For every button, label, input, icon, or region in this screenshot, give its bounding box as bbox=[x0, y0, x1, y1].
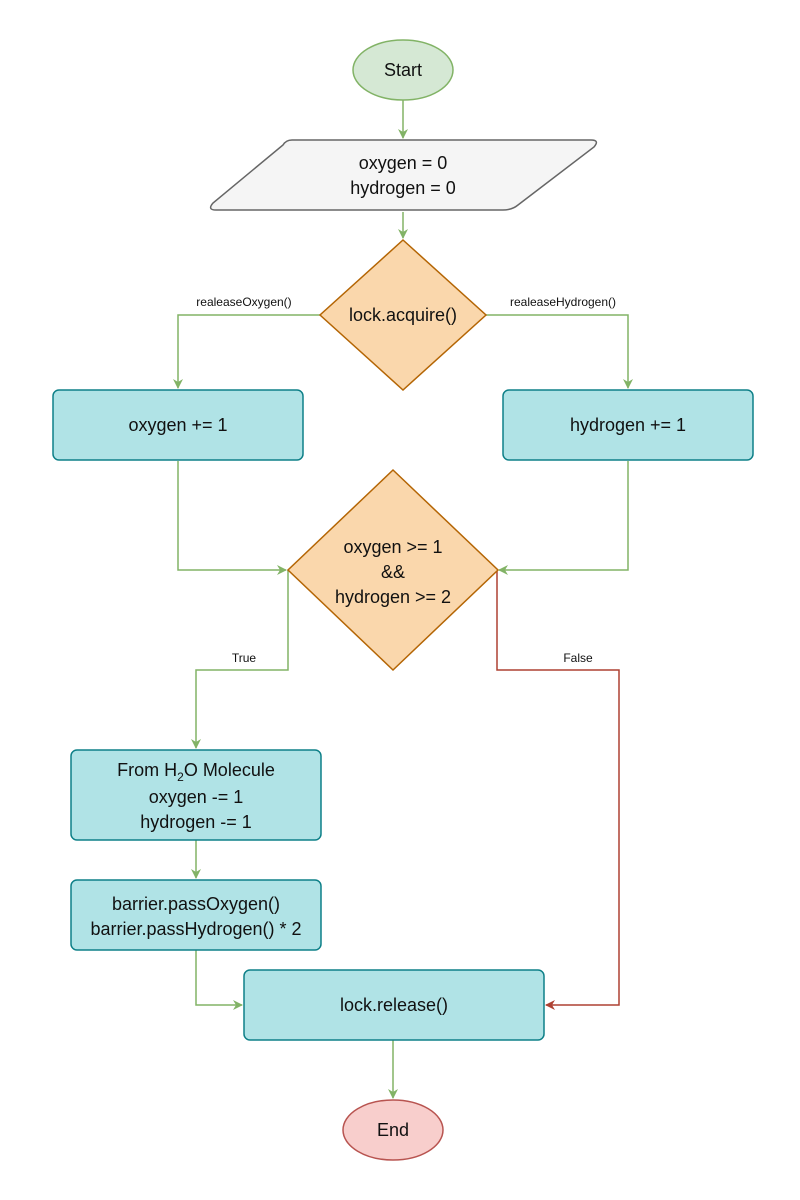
edge-label-true: True bbox=[232, 651, 257, 665]
barrier-node: barrier.passOxygen() barrier.passHydroge… bbox=[70, 879, 322, 951]
barrier-pass-oxygen-line: barrier.passOxygen() bbox=[112, 894, 280, 914]
oxygen-increment-box bbox=[52, 389, 304, 461]
init-hydrogen-line: hydrogen = 0 bbox=[350, 178, 456, 198]
edge-label-bg-release-hydrogen bbox=[506, 294, 620, 310]
end-label: End bbox=[377, 1120, 409, 1140]
edge-lock-acquire-to-oxygen bbox=[173, 314, 320, 389]
edge-condition-true bbox=[191, 570, 289, 749]
lock-acquire-label: lock.acquire() bbox=[349, 305, 457, 325]
oxygen-increment-node: oxygen += 1 bbox=[52, 389, 304, 461]
lock-release-label: lock.release() bbox=[340, 995, 448, 1015]
form-molecule-hydrogen-line: hydrogen -= 1 bbox=[140, 812, 252, 832]
condition-node: oxygen >= 1 && hydrogen >= 2 bbox=[286, 468, 500, 672]
edges bbox=[173, 100, 633, 1099]
edge-label-false: False bbox=[563, 651, 593, 665]
form-molecule-node: From H2O Molecule oxygen -= 1 hydrogen -… bbox=[70, 749, 322, 841]
edge-label-release-hydrogen: realeaseHydrogen() bbox=[510, 295, 616, 309]
condition-and-operator: && bbox=[381, 562, 405, 582]
end-node: End bbox=[342, 1099, 444, 1161]
barrier-pass-hydrogen-line: barrier.passHydrogen() * 2 bbox=[90, 919, 301, 939]
lock-acquire-diamond bbox=[318, 238, 488, 392]
lock-release-box bbox=[243, 969, 545, 1041]
hydrogen-increment-label: hydrogen += 1 bbox=[570, 415, 686, 435]
barrier-box bbox=[70, 879, 322, 951]
form-molecule-oxygen-line: oxygen -= 1 bbox=[149, 787, 244, 807]
condition-diamond bbox=[286, 468, 500, 672]
condition-hydrogen-line: hydrogen >= 2 bbox=[335, 587, 451, 607]
condition-oxygen-line: oxygen >= 1 bbox=[343, 537, 442, 557]
end-terminal-shape bbox=[342, 1099, 444, 1161]
hydrogen-increment-node: hydrogen += 1 bbox=[502, 389, 754, 461]
edge-lock-acquire-to-hydrogen bbox=[486, 314, 633, 389]
init-parallelogram-shape bbox=[209, 139, 598, 211]
edge-barrier-to-lock-release bbox=[195, 950, 243, 1010]
edge-hydrogen-to-condition bbox=[498, 461, 629, 575]
start-node: Start bbox=[352, 39, 454, 101]
form-molecule-title: From H2O Molecule bbox=[117, 760, 275, 784]
init-node: oxygen = 0 hydrogen = 0 bbox=[209, 139, 598, 211]
start-terminal-shape bbox=[352, 39, 454, 101]
edge-label-bg-false bbox=[560, 650, 596, 666]
start-label: Start bbox=[384, 60, 422, 80]
form-molecule-box bbox=[70, 749, 322, 841]
init-oxygen-line: oxygen = 0 bbox=[359, 153, 448, 173]
edge-label-bg-release-oxygen bbox=[193, 294, 295, 310]
edge-label-release-oxygen: realeaseOxygen() bbox=[196, 295, 291, 309]
edge-condition-false bbox=[496, 570, 620, 1010]
edge-labels: realeaseOxygen() realeaseHydrogen() True… bbox=[193, 294, 620, 666]
form-molecule-title-suffix: O Molecule bbox=[184, 760, 275, 780]
form-molecule-title-subscript: 2 bbox=[177, 770, 184, 784]
form-molecule-title-prefix: From H bbox=[117, 760, 177, 780]
lock-release-node: lock.release() bbox=[243, 969, 545, 1041]
oxygen-increment-label: oxygen += 1 bbox=[128, 415, 227, 435]
edge-oxygen-to-condition bbox=[177, 461, 287, 575]
edge-label-bg-true bbox=[228, 650, 260, 666]
hydrogen-increment-box bbox=[502, 389, 754, 461]
lock-acquire-node: lock.acquire() bbox=[318, 238, 488, 392]
